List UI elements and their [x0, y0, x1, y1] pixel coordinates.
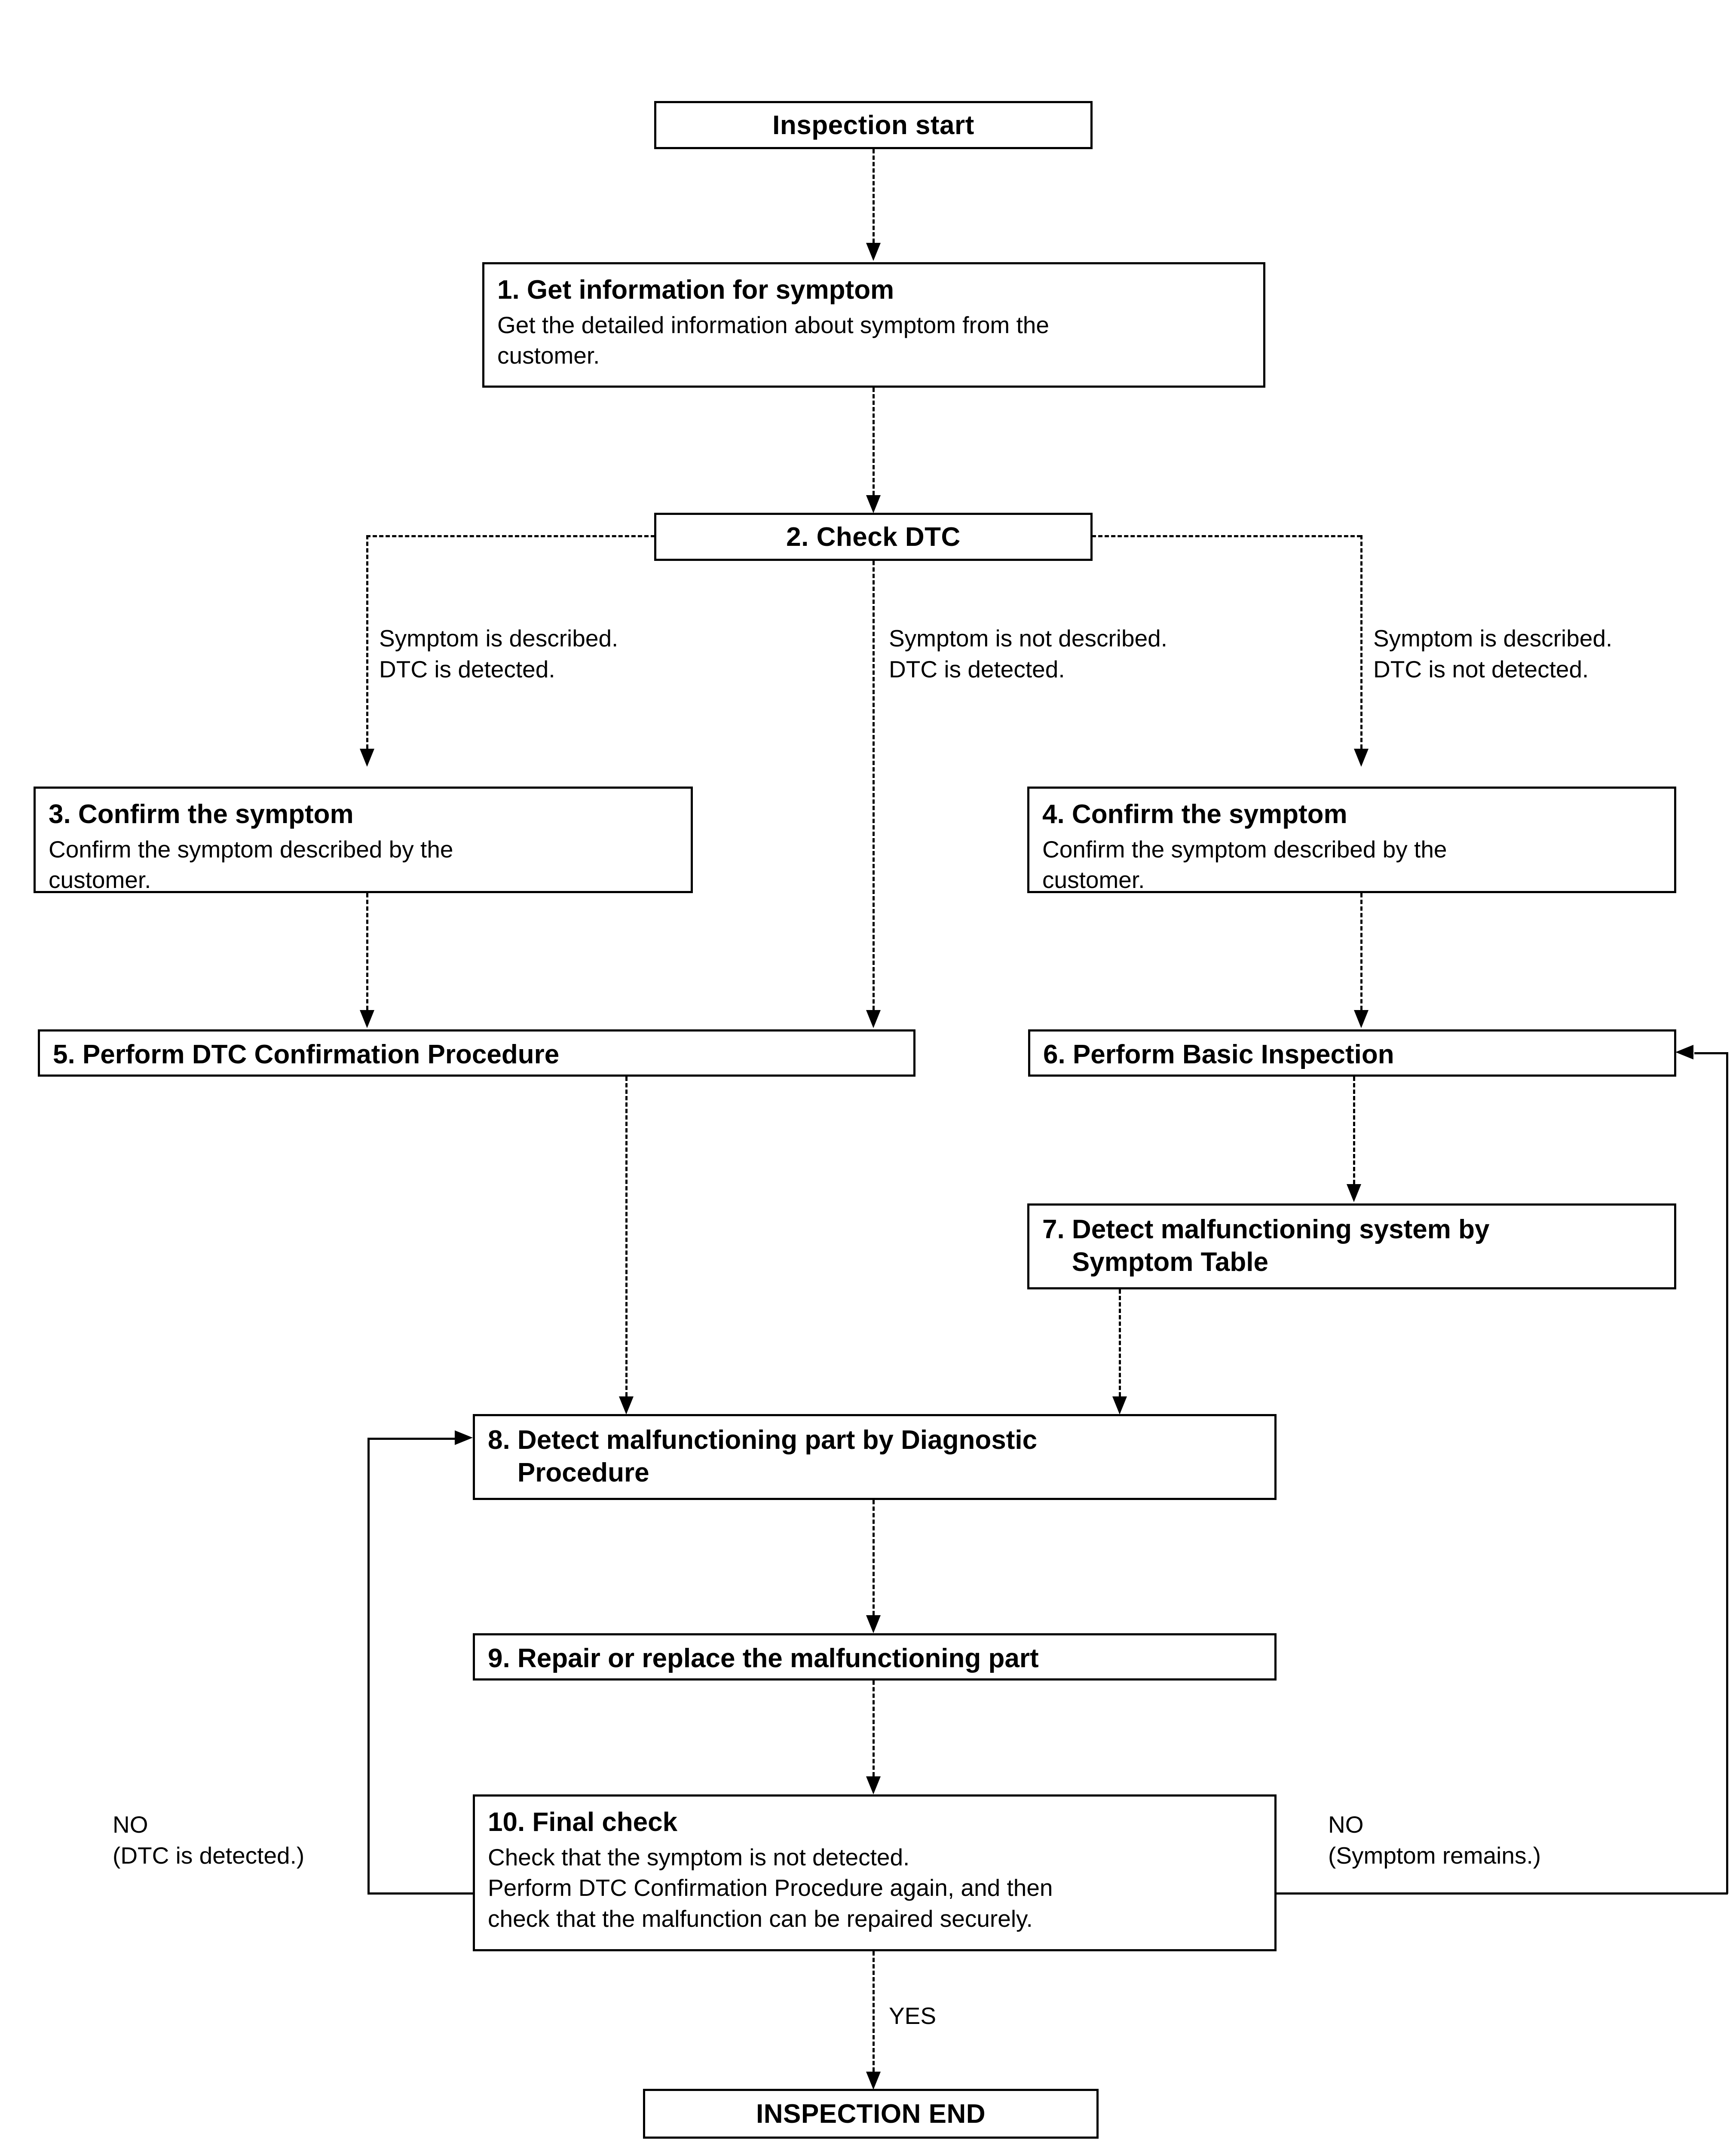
- node-step2-title: 2. Check DTC: [786, 522, 961, 552]
- node-step8[interactable]: 8. Detect malfunctioning part by Diagnos…: [473, 1414, 1277, 1500]
- connector-step10-to-end: [873, 1951, 875, 2072]
- node-step10-title: 10. Final check: [488, 1807, 678, 1837]
- connector-step7-to-step8: [1119, 1289, 1121, 1396]
- node-step3-body: Confirm the symptom described by the cus…: [49, 836, 453, 894]
- arrowhead-start-to-step1: [866, 243, 881, 261]
- arrowhead-step8-to-step9: [866, 1615, 881, 1633]
- node-step10[interactable]: 10. Final check Check that the symptom i…: [473, 1794, 1277, 1951]
- connector-start-to-step1: [873, 149, 875, 243]
- node-step4[interactable]: 4. Confirm the symptom Confirm the sympt…: [1027, 787, 1676, 893]
- connector-step9-to-step10: [873, 1681, 875, 1776]
- arrowhead-no-right-to-step6: [1675, 1045, 1693, 1059]
- connector-step5-to-step8: [625, 1077, 628, 1396]
- node-step1-title: 1. Get information for symptom: [497, 275, 894, 305]
- connector-step6-to-step7: [1353, 1077, 1355, 1184]
- connector-step2-bus-right: [1092, 535, 1361, 537]
- arrowhead-step7-to-step8: [1112, 1396, 1127, 1414]
- node-step8-title: 8. Detect malfunctioning part by Diagnos…: [488, 1425, 1038, 1488]
- edge-label-branch-left: Symptom is described. DTC is detected.: [379, 625, 618, 683]
- connector-step8-to-step9: [873, 1500, 875, 1615]
- arrowhead-step6-to-step7: [1347, 1184, 1361, 1202]
- node-step6[interactable]: 6. Perform Basic Inspection: [1028, 1029, 1676, 1077]
- node-step4-body: Confirm the symptom described by the cus…: [1042, 836, 1447, 894]
- connector-branch-left-down: [366, 535, 368, 749]
- connector-no-left-up: [367, 1438, 370, 1893]
- node-step9-title: 9. Repair or replace the malfunctioning …: [488, 1644, 1039, 1673]
- arrowhead-step9-to-step10: [866, 1776, 881, 1794]
- edge-label-branch-center: Symptom is not described. DTC is detecte…: [889, 625, 1168, 683]
- node-step5-title: 5. Perform DTC Confirmation Procedure: [53, 1040, 560, 1069]
- node-step1[interactable]: 1. Get information for symptom Get the d…: [482, 262, 1265, 388]
- node-inspection-end-label: INSPECTION END: [756, 2099, 986, 2129]
- node-step10-body: Check that the symptom is not detected. …: [488, 1843, 1053, 1932]
- connector-branch-center-down: [873, 561, 875, 1010]
- arrowhead-step10-to-end: [866, 2072, 881, 2090]
- node-inspection-start[interactable]: Inspection start: [654, 101, 1093, 149]
- node-step3-title: 3. Confirm the symptom: [49, 799, 354, 829]
- edge-label-no-right: NO (Symptom remains.): [1328, 1811, 1541, 1869]
- connector-no-right-up: [1726, 1052, 1728, 1894]
- edge-label-no-left: NO (DTC is detected.): [113, 1811, 305, 1869]
- arrowhead-no-left-to-step8: [455, 1430, 473, 1445]
- connector-step4-to-step6: [1360, 893, 1362, 1010]
- node-step3[interactable]: 3. Confirm the symptom Confirm the sympt…: [34, 787, 693, 893]
- connector-no-right-out: [1276, 1892, 1728, 1895]
- arrowhead-step3-to-step5: [360, 1010, 374, 1028]
- node-step7-title: 7. Detect malfunctioning system by Sympt…: [1042, 1215, 1490, 1277]
- node-inspection-start-label: Inspection start: [772, 110, 974, 140]
- arrowhead-step5-to-step8: [619, 1396, 634, 1414]
- edge-label-branch-right: Symptom is described. DTC is not detecte…: [1373, 625, 1613, 683]
- arrowhead-branch-right: [1354, 749, 1369, 767]
- node-step2[interactable]: 2. Check DTC: [654, 513, 1093, 561]
- connector-no-right-in: [1694, 1052, 1728, 1054]
- arrowhead-branch-center: [866, 1010, 881, 1028]
- node-step7[interactable]: 7. Detect malfunctioning system by Sympt…: [1027, 1203, 1676, 1289]
- connector-no-left-in: [367, 1438, 456, 1440]
- connector-step3-to-step5: [366, 893, 368, 1010]
- connector-no-left-out: [367, 1892, 474, 1895]
- node-step6-title: 6. Perform Basic Inspection: [1043, 1040, 1394, 1069]
- arrowhead-branch-left: [360, 749, 374, 767]
- node-step9[interactable]: 9. Repair or replace the malfunctioning …: [473, 1633, 1277, 1681]
- arrowhead-step4-to-step6: [1354, 1010, 1369, 1028]
- edge-label-yes: YES: [889, 2002, 937, 2029]
- node-step4-title: 4. Confirm the symptom: [1042, 799, 1347, 829]
- node-step1-body: Get the detailed information about sympt…: [497, 311, 1049, 369]
- connector-branch-right-down: [1360, 535, 1362, 749]
- arrowhead-step1-to-step2: [866, 495, 881, 513]
- node-step5[interactable]: 5. Perform DTC Confirmation Procedure: [38, 1029, 915, 1077]
- connector-step2-bus-left: [366, 535, 655, 537]
- connector-step1-to-step2: [873, 388, 875, 495]
- node-inspection-end[interactable]: INSPECTION END: [643, 2089, 1099, 2139]
